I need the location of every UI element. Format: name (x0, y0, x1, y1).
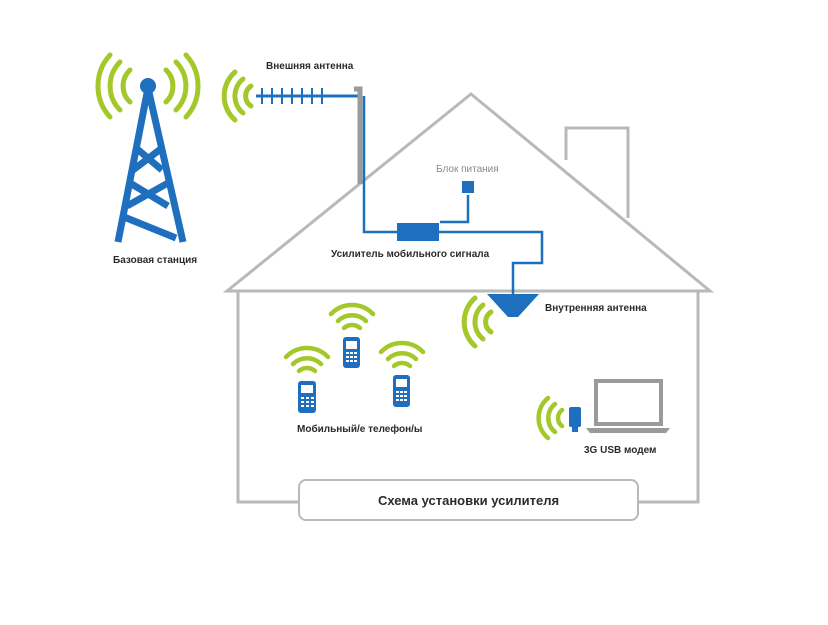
laptop-icon (586, 379, 670, 433)
cables (362, 96, 544, 294)
power-unit-label: Блок питания (436, 164, 499, 175)
tower-icon (114, 78, 187, 243)
phone-icon (298, 381, 316, 413)
signal-waves-icon (378, 340, 426, 369)
usb-modem-icon (569, 407, 581, 432)
phones-label: Мобильный/е телефон/ы (297, 424, 423, 435)
base-station-label: Базовая станция (113, 255, 198, 266)
phone-icon (343, 337, 360, 368)
caption-box: Схема установки усилителя (298, 479, 639, 521)
signal-waves-icon (221, 69, 254, 123)
signal-waves-icon (461, 295, 494, 349)
phone-icon (393, 375, 410, 407)
indoor-antenna-icon (487, 294, 539, 317)
signal-waves-icon (95, 52, 201, 120)
amplifier-label: Усилитель мобильного сигнала (331, 249, 490, 260)
external-antenna-label: Внешняя антенна (266, 61, 354, 72)
house-outline (222, 92, 715, 504)
amplifier-icon (397, 223, 439, 241)
internal-antenna-label: Внутренняя антенна (545, 303, 647, 314)
power-unit-icon (462, 181, 474, 193)
yagi-antenna-icon (256, 86, 363, 184)
signal-waves-icon (536, 395, 565, 441)
signal-waves-icon (328, 302, 376, 331)
usb-modem-label: 3G USB модем (584, 445, 657, 456)
diagram-caption: Схема установки усилителя (377, 492, 560, 508)
signal-waves-icon (283, 345, 331, 374)
